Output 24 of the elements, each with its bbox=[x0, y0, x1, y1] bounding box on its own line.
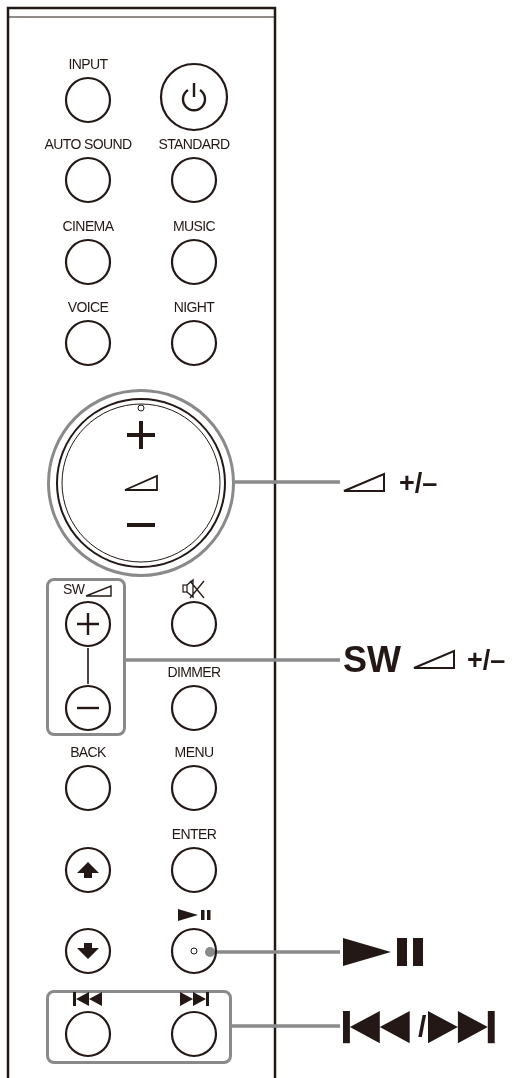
leader-line bbox=[232, 1024, 340, 1028]
button-label: SW bbox=[63, 582, 85, 597]
button-label: MENU bbox=[174, 744, 214, 760]
button-label: CINEMA bbox=[62, 218, 114, 234]
button-label: NIGHT bbox=[173, 299, 215, 315]
button-label: BACK bbox=[70, 744, 106, 760]
button-group-frame bbox=[46, 578, 126, 736]
leader-line bbox=[205, 947, 340, 957]
leader-line bbox=[126, 658, 340, 662]
leader-line bbox=[235, 480, 340, 484]
callout-label: +/– bbox=[399, 469, 438, 497]
button-label: AUTO SOUND bbox=[44, 136, 132, 152]
callout-label: +/– bbox=[467, 646, 506, 674]
button-group-frame bbox=[46, 990, 232, 1064]
button-label: MUSIC bbox=[172, 218, 216, 234]
volume-dial bbox=[47, 389, 235, 577]
button-label: STANDARD bbox=[158, 136, 230, 152]
button-label: VOICE bbox=[67, 299, 109, 315]
button-label: ENTER bbox=[171, 826, 217, 842]
button-label: INPUT bbox=[68, 56, 108, 72]
callout-label: SW bbox=[343, 642, 401, 678]
connector-line bbox=[87, 647, 89, 685]
callout-label: / bbox=[418, 1012, 427, 1042]
button-label: DIMMER bbox=[167, 664, 221, 680]
